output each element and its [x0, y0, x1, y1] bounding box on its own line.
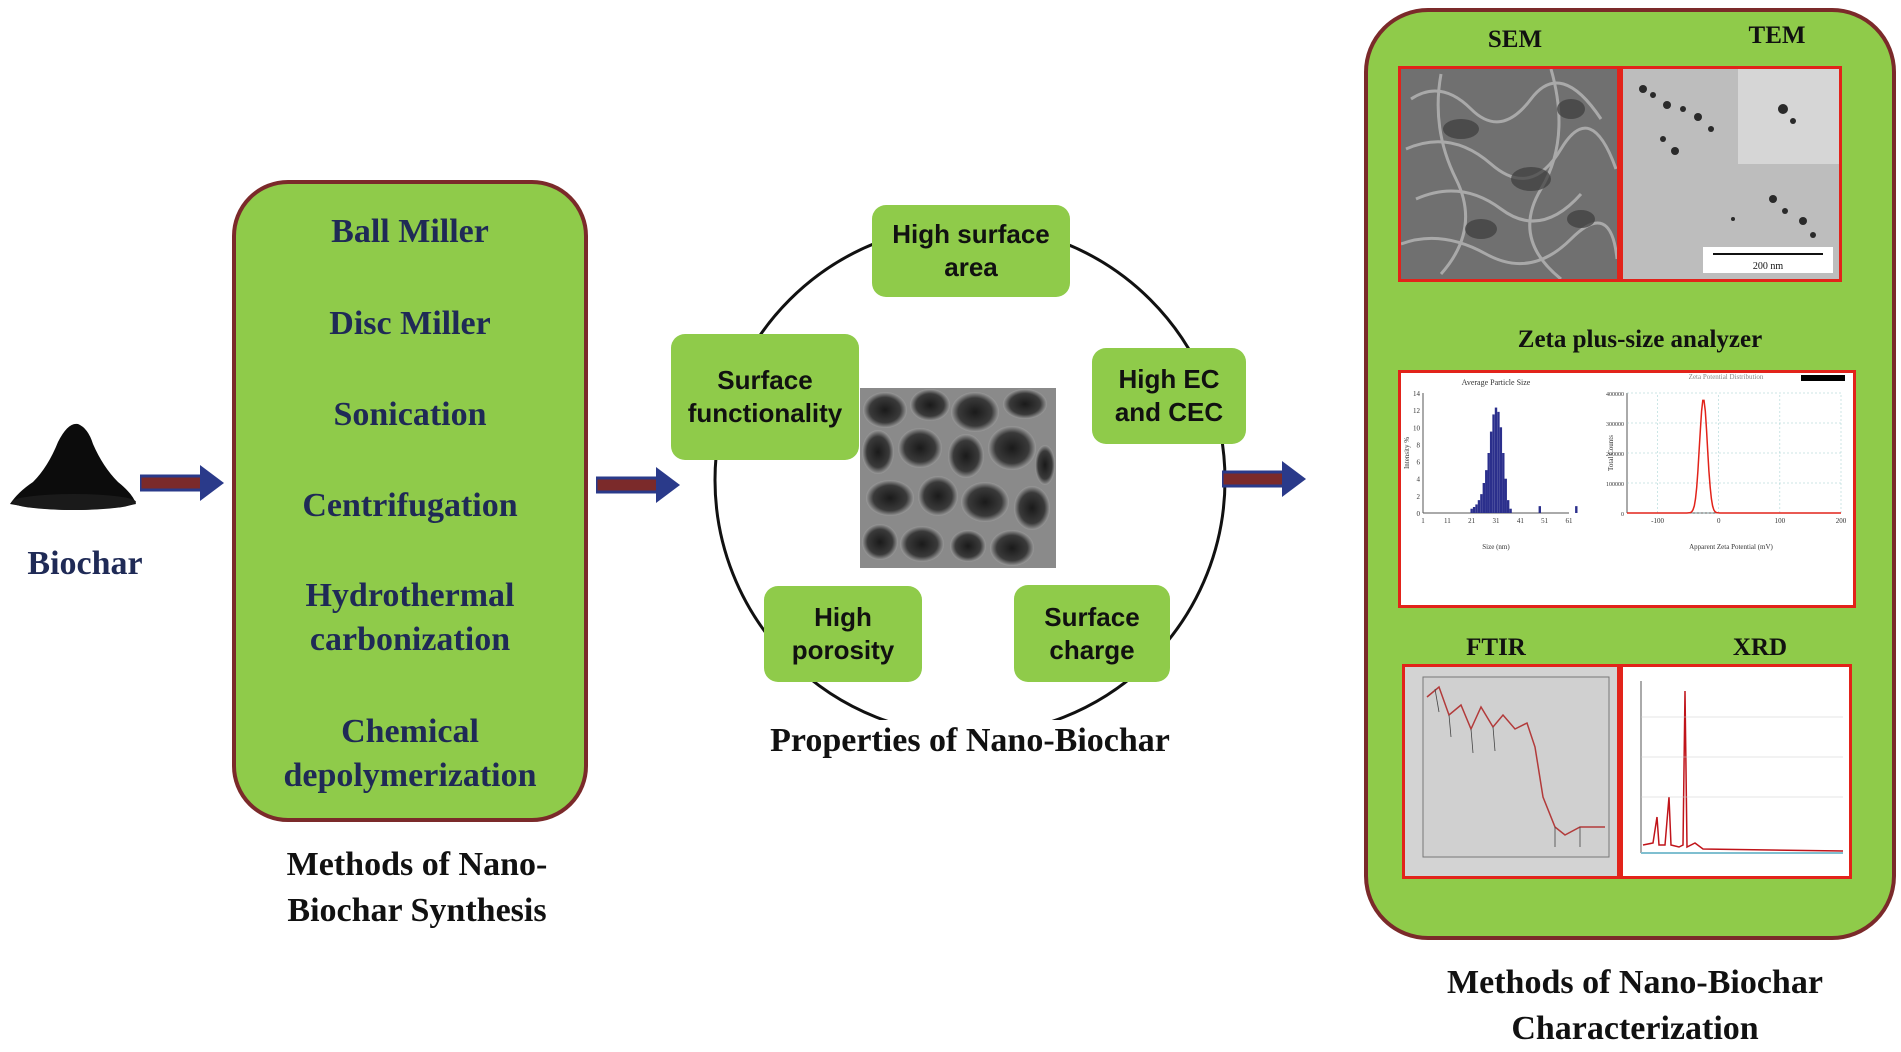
- size-bar: [1497, 411, 1500, 513]
- size-chart-title: Average Particle Size: [1462, 378, 1531, 387]
- zeta-y-tick: 200000: [1606, 452, 1624, 458]
- tem-scale-label: 200 nm: [1753, 261, 1784, 272]
- xrd-image: [1620, 664, 1852, 879]
- method-ball-miller: Ball Miller: [331, 213, 489, 250]
- property-porosity: High porosity: [764, 586, 922, 682]
- size-y-tick: 14: [1413, 390, 1421, 398]
- size-bar: [1492, 414, 1495, 513]
- zeta-legend-swatch: [1801, 375, 1845, 381]
- size-bar: [1504, 478, 1507, 513]
- property-functionality: Surface functionality: [671, 334, 859, 460]
- size-x-tick: 41: [1517, 517, 1525, 525]
- size-y-tick: 4: [1417, 476, 1421, 484]
- size-y-label: Intensity %: [1403, 437, 1411, 469]
- zeta-x-tick: 200: [1836, 517, 1847, 525]
- sem-label: SEM: [1487, 26, 1543, 53]
- size-x-tick: 31: [1493, 517, 1501, 525]
- porous-sem-image: [860, 388, 1056, 568]
- ftir-image: [1402, 664, 1620, 879]
- zeta-y-label: Total Counts: [1607, 435, 1615, 471]
- size-y-tick: 10: [1413, 424, 1421, 432]
- sem-image: [1398, 66, 1620, 282]
- arrow-to-synthesis: [140, 465, 224, 501]
- synthesis-caption: Methods of Nano-Biochar Synthesis: [286, 846, 548, 929]
- size-x-tick: 51: [1541, 517, 1549, 525]
- method-sonication: Sonication: [333, 396, 487, 433]
- size-x-tick: 61: [1566, 517, 1574, 525]
- property-ec-cec: High EC and CEC: [1092, 348, 1246, 444]
- method-disc-miller: Disc Miller: [329, 305, 491, 342]
- size-bar: [1538, 506, 1541, 513]
- size-bar: [1480, 494, 1483, 513]
- ftir-label: FTIR: [1466, 634, 1526, 661]
- xrd-label: XRD: [1732, 634, 1788, 661]
- size-bar: [1502, 453, 1505, 513]
- size-y-tick: 8: [1417, 441, 1421, 449]
- zeta-x-label: Apparent Zeta Potential (mV): [1689, 543, 1773, 551]
- size-y-tick: 12: [1413, 407, 1421, 415]
- size-x-tick: 1: [1421, 517, 1425, 525]
- zeta-chart-title: Zeta Potential Distribution: [1689, 373, 1764, 381]
- characterization-caption: Methods of Nano-Biochar Characterization: [1447, 964, 1823, 1047]
- size-bar: [1475, 504, 1478, 513]
- size-bar: [1487, 453, 1490, 513]
- arrow-to-properties: [596, 467, 680, 503]
- biochar-label: Biochar: [27, 545, 143, 582]
- size-bar: [1482, 483, 1486, 513]
- method-hydrothermal: Hydrothermal carbonization: [305, 577, 515, 658]
- size-bar: [1489, 431, 1493, 513]
- zeta-y-tick: 0: [1621, 512, 1624, 518]
- tem-image: 200 nm: [1620, 66, 1842, 282]
- size-bar: [1472, 507, 1476, 513]
- size-bar: [1506, 500, 1510, 513]
- size-bar: [1477, 500, 1481, 513]
- size-y-tick: 2: [1417, 493, 1421, 501]
- zeta-x-tick: 100: [1775, 517, 1786, 525]
- size-bar: [1499, 427, 1503, 513]
- size-x-tick: 11: [1444, 517, 1451, 525]
- size-y-tick: 6: [1417, 459, 1421, 467]
- zeta-distribution-line: [1627, 399, 1841, 514]
- properties-caption: Properties of Nano-Biochar: [770, 722, 1170, 759]
- size-y-tick: 0: [1417, 510, 1421, 518]
- arrow-to-characterization: [1222, 461, 1306, 497]
- size-x-tick: 21: [1468, 517, 1476, 525]
- properties-diagram: [713, 223, 1227, 720]
- biochar-pile-image: [10, 423, 136, 510]
- zeta-x-tick: -100: [1651, 517, 1664, 525]
- zeta-y-tick: 400000: [1606, 392, 1624, 398]
- zeta-y-tick: 100000: [1606, 482, 1624, 488]
- size-x-label: Size (nm): [1482, 543, 1510, 551]
- zeta-x-tick: 0: [1717, 517, 1721, 525]
- method-chemical: Chemical depolymerization: [283, 713, 537, 794]
- synthesis-methods-box: Ball Miller Disc Miller Sonication Centr…: [232, 180, 588, 822]
- size-bar: [1575, 506, 1578, 513]
- zeta-y-tick: 300000: [1606, 422, 1624, 428]
- size-bar: [1485, 470, 1488, 513]
- size-bar: [1470, 508, 1473, 513]
- size-bar: [1509, 508, 1512, 513]
- zeta-label: Zeta plus-size analyzer: [1517, 326, 1763, 353]
- property-surface-area: High surface area: [872, 205, 1070, 297]
- property-surface-charge: Surface charge: [1014, 585, 1170, 682]
- size-bar: [1494, 407, 1498, 513]
- method-centrifugation: Centrifugation: [302, 487, 518, 524]
- tem-label: TEM: [1748, 22, 1806, 49]
